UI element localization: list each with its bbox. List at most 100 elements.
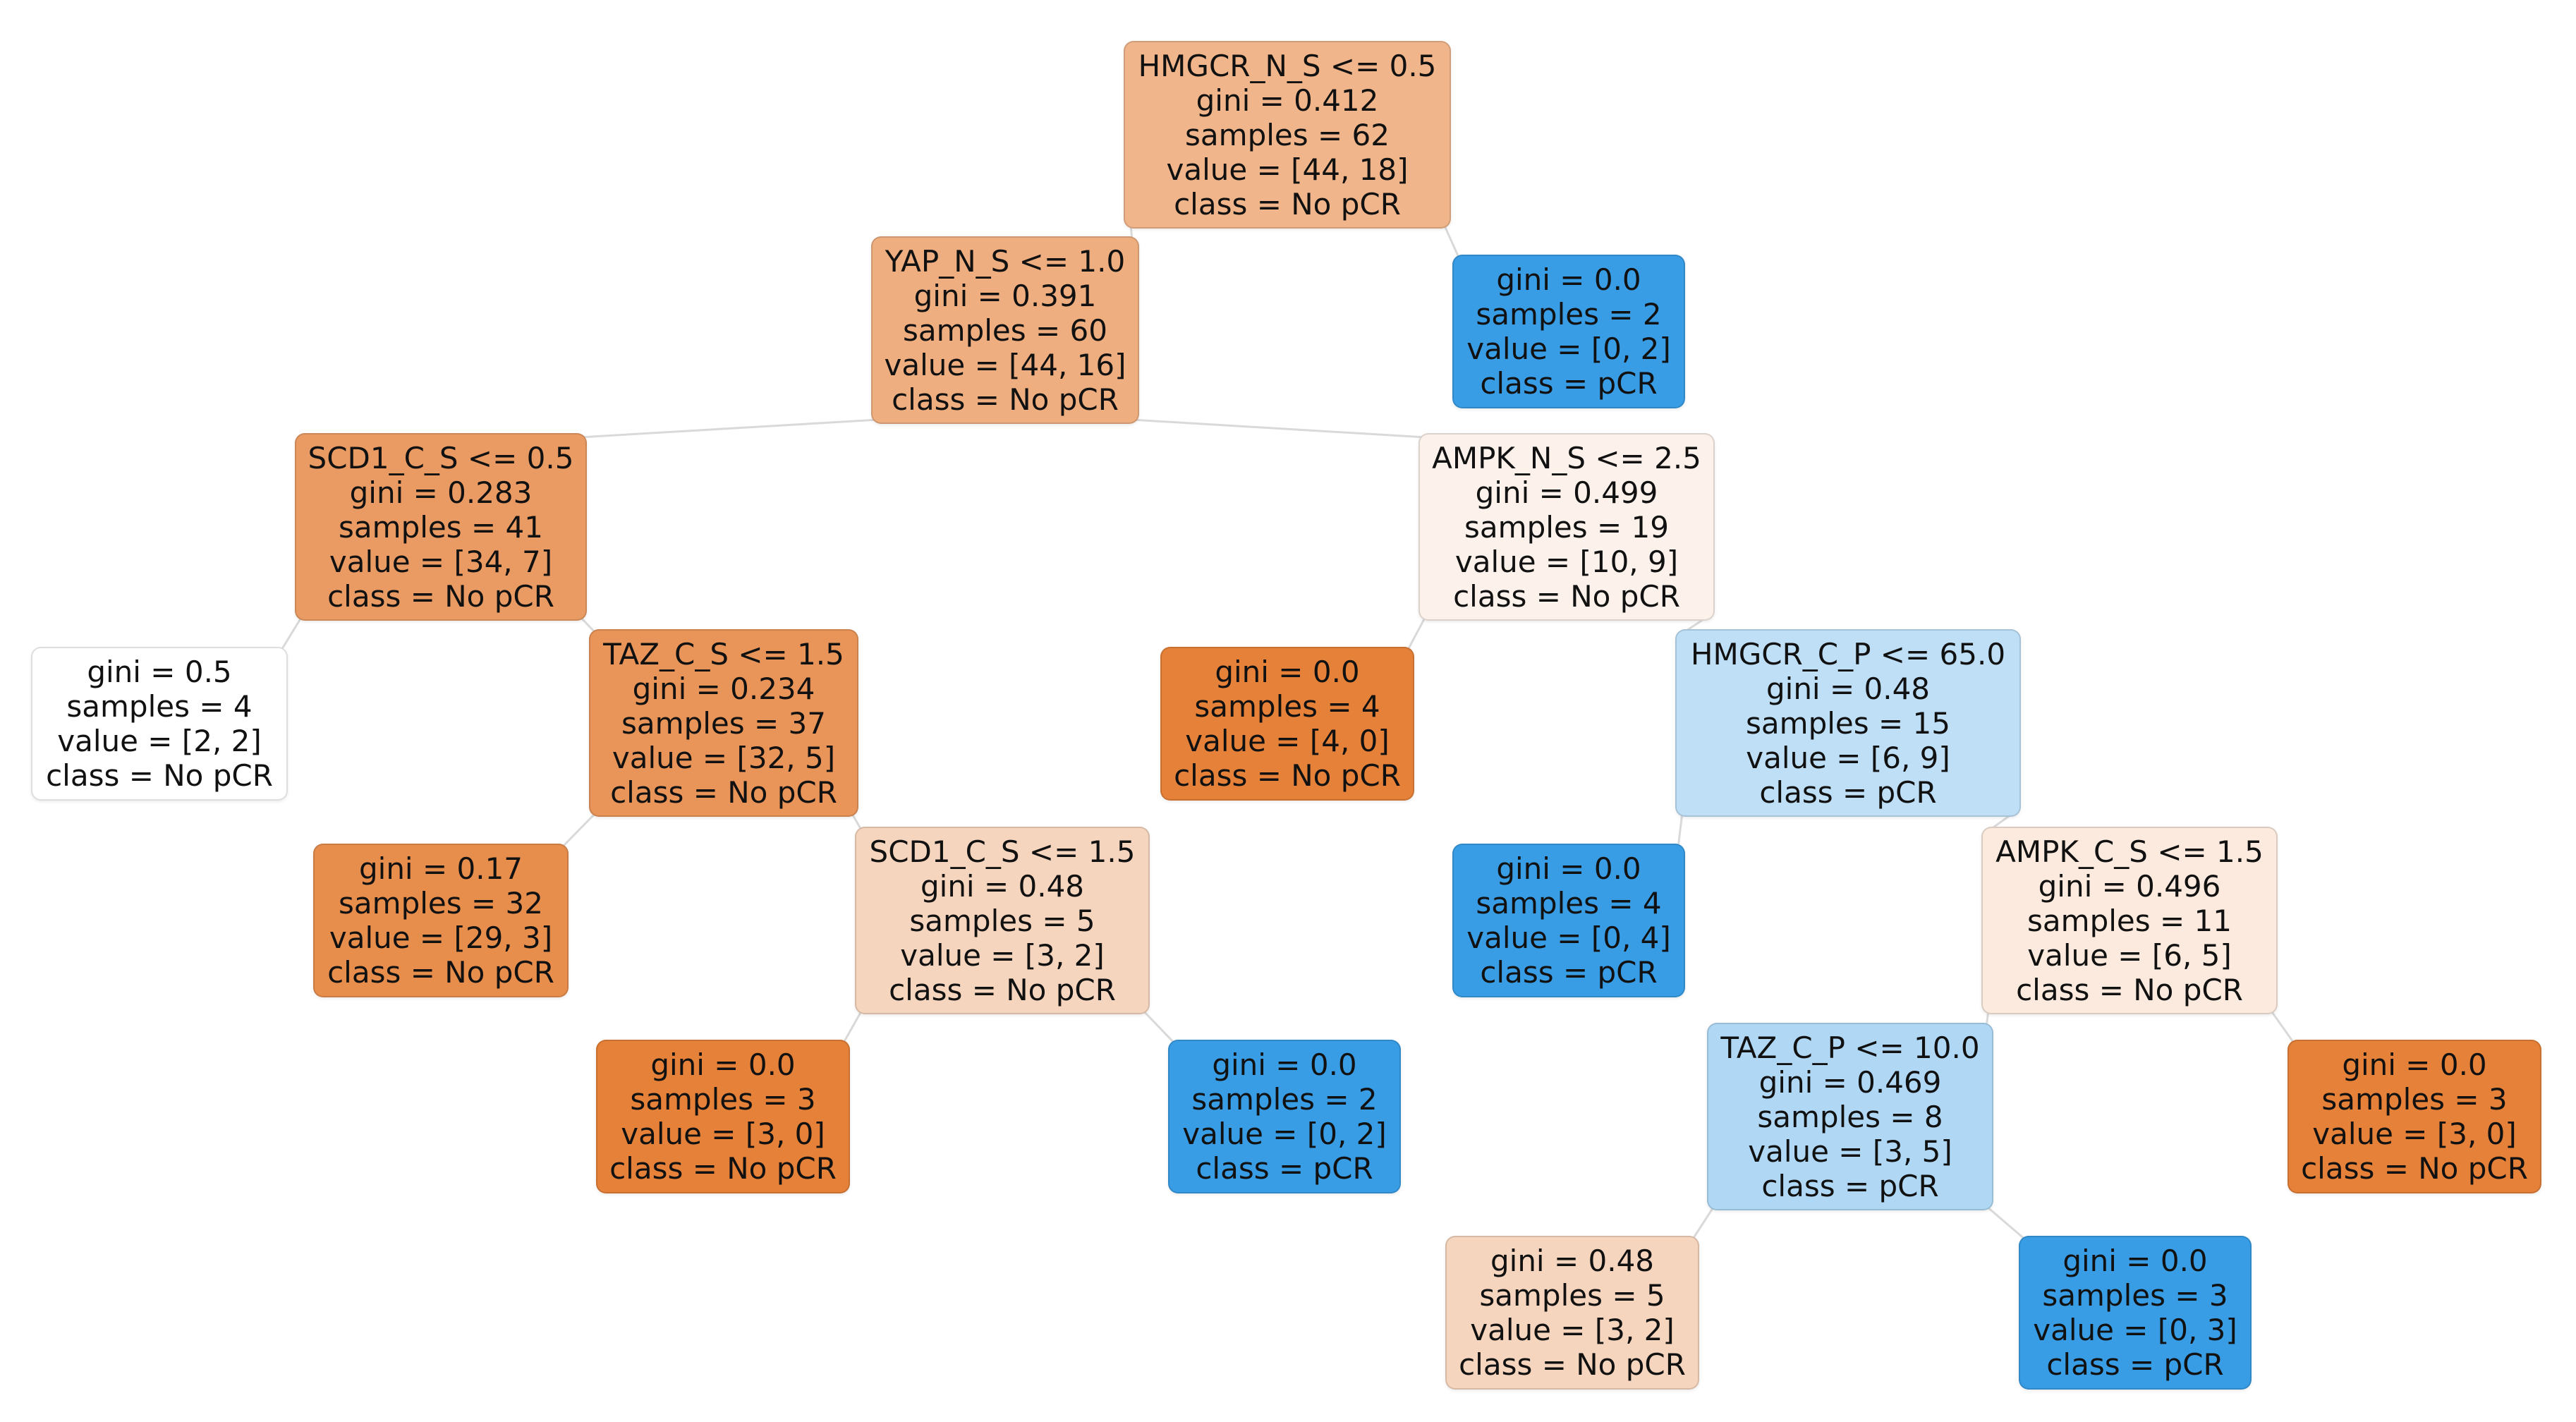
tree-edge (1141, 1009, 1177, 1045)
node-gini: gini = 0.0 (1496, 262, 1641, 297)
node-class: class = No pCR (610, 774, 837, 810)
node-class: class = No pCR (2016, 972, 2243, 1007)
node-value: value = [0, 4] (1466, 920, 1671, 955)
node-samples: samples = 37 (621, 705, 826, 741)
tree-edge (1442, 224, 1461, 260)
node-samples: samples = 4 (1476, 886, 1662, 920)
node-samples: samples = 62 (1185, 117, 1390, 152)
node-gini: gini = 0.0 (1215, 655, 1360, 689)
node-value: value = [4, 0] (1185, 724, 1390, 758)
node-value: value = [44, 16] (884, 347, 1126, 382)
node-leaf-no-pcr: gini = 0.17 samples = 32 value = [29, 3]… (313, 844, 569, 997)
node-samples: samples = 8 (1757, 1099, 1943, 1134)
node-split: SCD1_C_S <= 1.5 (869, 834, 1136, 869)
node-samples: samples = 2 (1476, 297, 1662, 332)
node-hmgcr-c-p: HMGCR_C_P <= 65.0 gini = 0.48 samples = … (1675, 629, 2021, 817)
node-gini: gini = 0.48 (1490, 1244, 1655, 1278)
node-gini: gini = 0.48 (1766, 671, 1931, 706)
node-taz-c-s: TAZ_C_S <= 1.5 gini = 0.234 samples = 37… (589, 629, 858, 817)
node-samples: samples = 60 (903, 312, 1107, 348)
node-value: value = [32, 5] (612, 740, 836, 775)
node-value: value = [3, 2] (900, 937, 1105, 973)
node-samples: samples = 3 (2321, 1082, 2508, 1117)
tree-edge (279, 616, 303, 652)
node-samples: samples = 5 (1479, 1278, 1665, 1313)
node-taz-c-p: TAZ_C_P <= 10.0 gini = 0.469 samples = 8… (1707, 1023, 1993, 1210)
node-split: HMGCR_N_S <= 0.5 (1138, 48, 1437, 83)
node-value: value = [6, 5] (2027, 937, 2232, 973)
node-samples: samples = 3 (630, 1082, 816, 1117)
node-gini: gini = 0.0 (2342, 1047, 2487, 1082)
node-gini: gini = 0.469 (1758, 1064, 1942, 1100)
node-class: class = pCR (1759, 774, 1937, 810)
node-yap-n-s: YAP_N_S <= 1.0 gini = 0.391 samples = 60… (871, 236, 1139, 424)
node-class: class = No pCR (1453, 578, 1680, 614)
node-gini: gini = 0.0 (1212, 1047, 1357, 1082)
tree-edge (560, 811, 597, 849)
node-gini: gini = 0.391 (913, 278, 1097, 313)
node-gini: gini = 0.0 (650, 1047, 796, 1082)
node-samples: samples = 5 (909, 903, 1095, 938)
tree-edge (1406, 616, 1427, 652)
node-class: class = No pCR (1174, 186, 1401, 221)
node-class: class = No pCR (889, 972, 1116, 1007)
node-split: AMPK_N_S <= 2.5 (1432, 440, 1701, 475)
node-class: class = No pCR (327, 578, 554, 614)
node-samples: samples = 11 (2027, 903, 2232, 938)
node-leaf-no-pcr: gini = 0.0 samples = 3 value = [3, 0] cl… (596, 1040, 850, 1193)
node-scd1-c-s-2: SCD1_C_S <= 1.5 gini = 0.48 samples = 5 … (855, 827, 1150, 1014)
node-value: value = [3, 0] (2312, 1117, 2517, 1151)
tree-edge (1131, 418, 1426, 439)
node-samples: samples = 3 (2042, 1278, 2228, 1313)
tree-edge (579, 418, 879, 439)
node-class: class = No pCR (46, 758, 273, 793)
node-split: AMPK_C_S <= 1.5 (1995, 834, 2264, 869)
node-split: SCD1_C_S <= 0.5 (308, 440, 574, 475)
tree-edge (1691, 1205, 1715, 1241)
node-samples: samples = 41 (339, 509, 543, 545)
node-value: value = [0, 2] (1466, 332, 1671, 366)
node-value: value = [0, 3] (2033, 1313, 2237, 1347)
node-leaf-pcr: gini = 0.0 samples = 3 value = [0, 3] cl… (2019, 1236, 2252, 1390)
node-split: TAZ_C_P <= 10.0 (1720, 1030, 1980, 1065)
node-value: value = [44, 18] (1166, 152, 1409, 187)
node-leaf-no-pcr: gini = 0.48 samples = 5 value = [3, 2] c… (1445, 1236, 1699, 1390)
node-value: value = [3, 2] (1470, 1313, 1675, 1347)
node-class: class = pCR (2046, 1347, 2224, 1382)
node-value: value = [29, 3] (329, 920, 553, 955)
node-class: class = No pCR (609, 1151, 837, 1186)
node-samples: samples = 15 (1746, 705, 1950, 741)
tree-edge (1677, 812, 1684, 849)
node-value: value = [10, 9] (1454, 544, 1679, 579)
node-samples: samples = 4 (66, 689, 253, 724)
node-gini: gini = 0.5 (87, 655, 232, 689)
node-samples: samples = 32 (339, 886, 543, 920)
node-samples: samples = 4 (1194, 689, 1380, 724)
node-root-hmgcr-n-s: HMGCR_N_S <= 0.5 gini = 0.412 samples = … (1124, 41, 1451, 229)
node-value: value = [34, 7] (329, 544, 553, 579)
node-gini: gini = 0.17 (358, 851, 523, 886)
node-value: value = [0, 2] (1182, 1117, 1387, 1151)
node-class: class = No pCR (1459, 1347, 1686, 1382)
node-value: value = [2, 2] (57, 724, 262, 758)
node-samples: samples = 2 (1191, 1082, 1378, 1117)
node-value: value = [6, 9] (1746, 740, 1950, 775)
tree-edge (842, 1009, 863, 1045)
node-leaf-pcr: gini = 0.0 samples = 4 value = [0, 4] cl… (1452, 844, 1685, 997)
node-gini: gini = 0.499 (1475, 475, 1658, 510)
node-class: class = pCR (1480, 955, 1658, 990)
node-scd1-c-s: SCD1_C_S <= 0.5 gini = 0.283 samples = 4… (295, 433, 587, 621)
node-gini: gini = 0.234 (632, 671, 815, 706)
node-class: class = No pCR (892, 382, 1119, 417)
node-samples: samples = 19 (1464, 509, 1669, 545)
node-gini: gini = 0.0 (1496, 851, 1641, 886)
node-gini: gini = 0.48 (920, 868, 1085, 904)
node-gini: gini = 0.283 (349, 475, 533, 510)
node-leaf-pcr: gini = 0.0 samples = 2 value = [0, 2] cl… (1168, 1040, 1401, 1193)
node-leaf-pcr: gini = 0.0 samples = 2 value = [0, 2] cl… (1452, 255, 1685, 408)
node-split: YAP_N_S <= 1.0 (885, 243, 1126, 279)
node-class: class = pCR (1480, 366, 1658, 401)
node-gini: gini = 0.0 (2062, 1244, 2208, 1278)
tree-edge (2269, 1009, 2296, 1045)
node-value: value = [3, 0] (621, 1117, 825, 1151)
